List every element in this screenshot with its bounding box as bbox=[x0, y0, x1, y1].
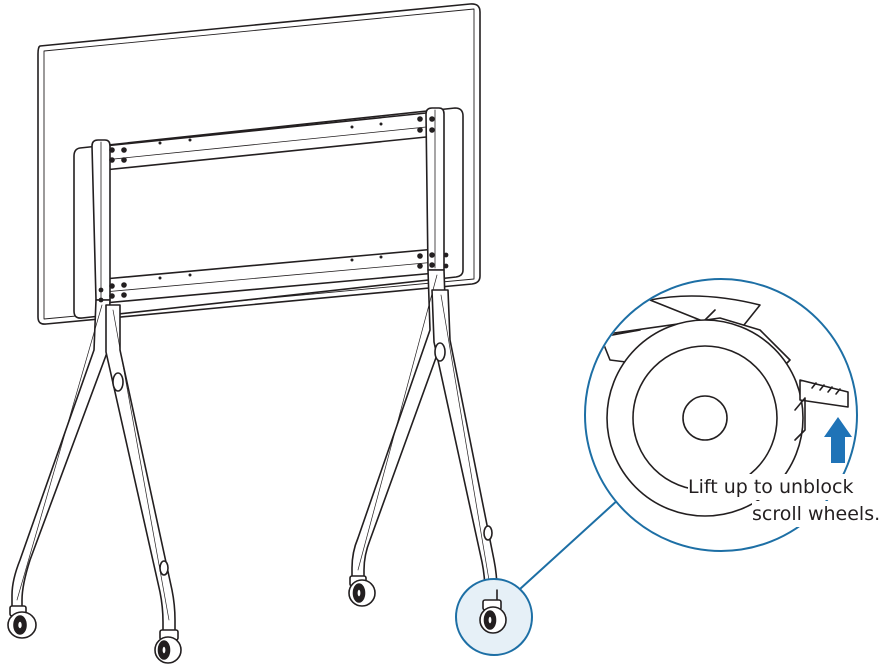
right-rear-leg bbox=[431, 289, 498, 607]
arrow-up-icon bbox=[824, 417, 852, 463]
left-upright bbox=[91, 139, 111, 301]
caster-wheel-left-rear bbox=[154, 629, 182, 664]
right-upright bbox=[425, 107, 445, 271]
callout-text-line-2: scroll wheels. bbox=[752, 501, 881, 527]
callout-connector bbox=[519, 497, 621, 590]
caster-wheel-left-front bbox=[7, 605, 37, 639]
left-rear-leg bbox=[105, 304, 176, 637]
callout-text-line-1: Lift up to unblock bbox=[688, 474, 854, 500]
callout-magnified-view bbox=[584, 278, 858, 552]
mounting-bolts bbox=[98, 116, 449, 303]
right-front-leg bbox=[351, 269, 447, 583]
caster-wheel-right-front bbox=[348, 575, 376, 607]
highlighted-caster bbox=[455, 578, 533, 656]
left-front-leg bbox=[11, 299, 111, 613]
